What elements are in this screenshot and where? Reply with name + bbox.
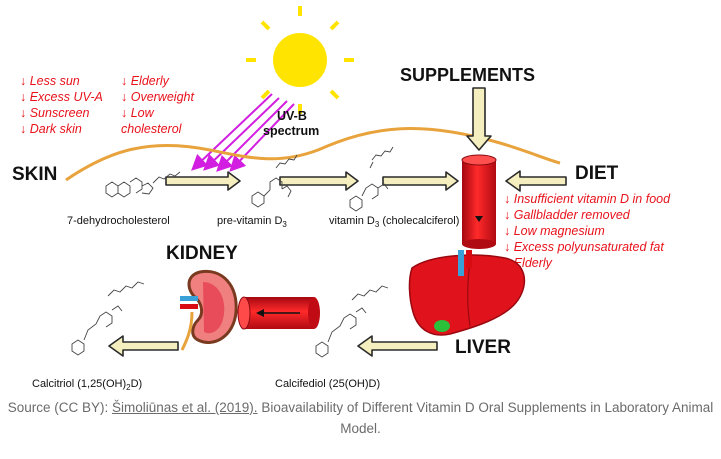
compound-pre-vitamin-d3: pre-vitamin D3 xyxy=(217,215,287,229)
caption-text: Bioavailability of Different Vitamin D O… xyxy=(257,400,714,436)
flow-arrows xyxy=(108,87,567,357)
sun-icon xyxy=(246,6,354,114)
compound-vitamin-d3: vitamin D3 (cholecalciferol) xyxy=(329,215,459,229)
molecule-7-dehydrocholesterol xyxy=(105,171,181,198)
molecule-calcitriol xyxy=(71,281,145,356)
arrow-liver-to-calcifediol xyxy=(357,335,438,357)
vitamin-d-pathway-diagram: UV-B spectrum SKIN SUPPLEMENTS DIET KIDN… xyxy=(12,6,671,392)
arrow-kidney-to-calcitriol xyxy=(108,335,179,357)
molecule-calcifediol xyxy=(315,285,389,358)
compound-calcifediol: Calcifediol (25(OH)D) xyxy=(275,378,380,390)
skin-factor: ↓ Elderly xyxy=(121,74,170,88)
blood-vessel-vertical xyxy=(461,154,497,249)
molecule-pre-vitamin-d3 xyxy=(251,154,298,208)
arrow-previtamin-to-vitd xyxy=(279,171,359,191)
skin-factor: ↓ Less sun xyxy=(20,74,80,88)
skin-curve xyxy=(65,127,561,182)
liver-icon xyxy=(408,250,526,336)
skin-factor: ↓ Sunscreen xyxy=(20,106,90,120)
skin-factor: cholesterol xyxy=(121,122,183,136)
diet-factor: ↓ Excess polyunsaturated fat xyxy=(504,240,664,254)
diet-factor: ↓ Low magnesium xyxy=(504,224,605,238)
kidney-icon xyxy=(180,269,238,351)
diet-factor: ↓ Gallbladder removed xyxy=(504,208,631,222)
molecule-vitamin-d3 xyxy=(349,146,394,212)
uv-b-rays xyxy=(191,93,295,172)
skin-factors-left: ↓ Less sun ↓ Excess UV-A ↓ Sunscreen ↓ D… xyxy=(20,74,103,136)
skin-factor: ↓ Dark skin xyxy=(20,122,82,136)
spectrum-label: spectrum xyxy=(263,124,319,138)
arrow-supplements-down xyxy=(466,87,492,151)
diet-factor: ↓ Insufficient vitamin D in food xyxy=(504,192,671,206)
diet-label: DIET xyxy=(575,163,619,184)
arrow-skin-to-previtamin xyxy=(165,171,241,191)
skin-factor: ↓ Excess UV-A xyxy=(20,90,103,104)
skin-factor: ↓ Low xyxy=(121,106,155,120)
skin-factor: ↓ Overweight xyxy=(121,90,194,104)
skin-factors-right: ↓ Elderly ↓ Overweight ↓ Low cholesterol xyxy=(121,74,194,136)
blood-vessel-horizontal xyxy=(237,296,320,330)
supplements-label: SUPPLEMENTS xyxy=(400,65,535,85)
kidney-label: KIDNEY xyxy=(166,243,238,264)
skin-label: SKIN xyxy=(12,164,57,185)
arrow-diet-left xyxy=(505,170,567,192)
compound-7-dehydrocholesterol: 7-dehydrocholesterol xyxy=(67,215,170,227)
arrow-vitd-to-blood xyxy=(382,171,459,191)
citation-link[interactable]: Šimoliūnas et al. (2019). xyxy=(111,400,258,415)
diet-factors: ↓ Insufficient vitamin D in food ↓ Gallb… xyxy=(504,192,671,270)
compound-calcitriol: Calcitriol (1,25(OH)2D) xyxy=(32,378,142,392)
uvb-label: UV-B xyxy=(277,109,307,123)
caption-prefix: Source (CC BY): xyxy=(7,400,112,415)
figure-caption: Source (CC BY): Šimoliūnas et al. (2019)… xyxy=(0,397,721,439)
liver-label: LIVER xyxy=(455,337,511,358)
